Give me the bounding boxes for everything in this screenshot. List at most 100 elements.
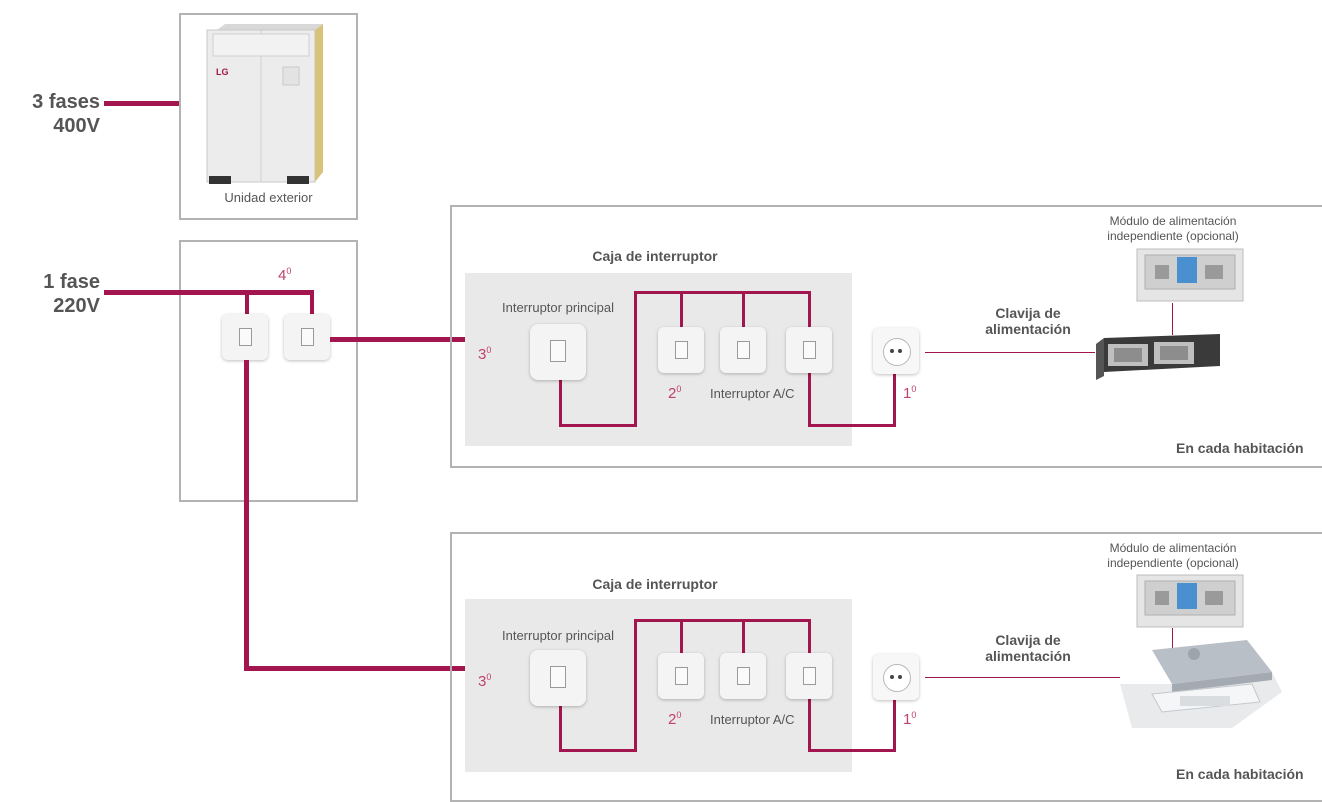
room2-outlet xyxy=(873,654,919,700)
rocker-icon xyxy=(675,341,688,359)
wire-feed-lower-horizontal xyxy=(244,666,534,671)
room2-wire-drop-1 xyxy=(680,619,683,654)
room2-module-label-2: independiente (opcional) xyxy=(1107,556,1239,570)
room2-wire-drop-3 xyxy=(808,619,811,654)
room2-wire-drop-2 xyxy=(742,619,745,654)
wire-1phase-drop-b xyxy=(310,290,314,314)
rocker-icon xyxy=(239,328,252,346)
power-1phase-line1: 1 fase xyxy=(43,271,100,293)
distribution-box-frame xyxy=(179,240,358,502)
room2-wire-top xyxy=(634,619,811,622)
room2-footer: En cada habitación xyxy=(1176,766,1304,782)
room2-box-title: Caja de interruptor xyxy=(592,576,718,592)
room1-ac-switch-2 xyxy=(720,327,766,373)
distribution-switch-right xyxy=(284,314,330,360)
room2-module-label-1: Módulo de alimentación xyxy=(1109,541,1237,555)
room2-ac-switch-label: Interruptor A/C xyxy=(710,712,795,727)
room1-wire-drop-3 xyxy=(808,291,811,328)
room2-ac-switch-1 xyxy=(658,653,704,699)
room2-ac-switch-3 xyxy=(786,653,832,699)
outlet-pin-icon xyxy=(890,349,894,353)
room1-wire-drop-2 xyxy=(742,291,745,328)
room2-main-ordinal: 30 xyxy=(478,672,492,690)
rocker-icon xyxy=(675,667,688,685)
room2-plug-label-2: alimentación xyxy=(985,648,1071,664)
distribution-ordinal: 40 xyxy=(278,266,292,284)
room1-wire-outlet-up xyxy=(893,372,896,427)
room2-ac-ordinal: 20 xyxy=(668,710,682,728)
room2-main-switch-label: Interruptor principal xyxy=(502,628,614,643)
outlet-socket-icon xyxy=(883,338,911,366)
room1-ac-ordinal: 20 xyxy=(668,384,682,402)
room1-plug-label: Clavija de alimentación xyxy=(958,305,1098,337)
room2-outlet-ordinal: 10 xyxy=(903,710,917,728)
room1-wire-module xyxy=(1172,303,1173,335)
outlet-pin-icon xyxy=(898,349,902,353)
room1-wire-riser xyxy=(634,291,637,426)
rocker-icon xyxy=(737,667,750,685)
room1-main-ordinal: 30 xyxy=(478,345,492,363)
outlet-pin-icon xyxy=(890,675,894,679)
room1-plug-label-1: Clavija de xyxy=(995,305,1061,321)
power-3phase-line2: 400V xyxy=(53,115,100,137)
room1-ac-switch-3 xyxy=(786,327,832,373)
room1-module-label-2: independiente (opcional) xyxy=(1107,229,1239,243)
outdoor-unit-caption: Unidad exterior xyxy=(224,190,313,205)
room1-wire-drop-1 xyxy=(680,291,683,328)
rocker-icon xyxy=(737,341,750,359)
outlet-pin-icon xyxy=(898,675,902,679)
power-1phase-label: 1 fase 220V xyxy=(20,270,100,318)
room1-outlet-ordinal: 10 xyxy=(903,384,917,402)
room1-wire-main-down xyxy=(559,380,562,426)
rocker-icon xyxy=(803,341,816,359)
outdoor-unit-brand: LG xyxy=(216,67,229,77)
room1-wire-top xyxy=(634,291,811,294)
power-3phase-line1: 3 fases xyxy=(32,91,100,113)
room2-cassette-unit-image xyxy=(1112,632,1287,732)
wire-1phase-drop-a xyxy=(245,290,249,314)
room1-module-label-1: Módulo de alimentación xyxy=(1109,214,1237,228)
room2-main-switch xyxy=(530,650,586,706)
power-3phase-label: 3 fases 400V xyxy=(20,90,100,138)
room2-wire-plug xyxy=(925,677,1120,678)
power-1phase-line2: 220V xyxy=(53,295,100,317)
room1-frame xyxy=(450,205,1322,468)
room1-wire-plug xyxy=(925,352,1095,353)
distribution-switch-left xyxy=(222,314,268,360)
room2-power-module-image xyxy=(1135,573,1245,629)
wire-feed-vertical xyxy=(244,360,249,670)
room1-main-switch-label: Interruptor principal xyxy=(502,300,614,315)
room1-wire-bottom-left xyxy=(559,424,637,427)
room1-footer: En cada habitación xyxy=(1176,440,1304,456)
outdoor-unit-frame xyxy=(179,13,358,220)
room1-ac-switch-1 xyxy=(658,327,704,373)
room1-main-switch xyxy=(530,324,586,380)
rocker-icon xyxy=(803,667,816,685)
room2-wire-bottom-right xyxy=(808,749,896,752)
room1-box-title: Caja de interruptor xyxy=(592,248,718,264)
room2-wire-acsw-down xyxy=(808,698,811,752)
rocker-icon xyxy=(301,328,314,346)
room1-power-module-image xyxy=(1135,247,1245,303)
room2-ac-switch-2 xyxy=(720,653,766,699)
rocker-icon xyxy=(550,340,566,362)
room1-ducted-unit-image xyxy=(1094,334,1224,380)
room1-module-label: Módulo de alimentación independiente (op… xyxy=(1088,214,1258,244)
room1-wire-bottom-right xyxy=(808,424,896,427)
room2-wire-main-down xyxy=(559,706,562,752)
room2-wire-outlet-up xyxy=(893,698,896,752)
room2-module-label: Módulo de alimentación independiente (op… xyxy=(1088,541,1258,571)
outlet-socket-icon xyxy=(883,664,911,692)
room2-plug-label-1: Clavija de xyxy=(995,632,1061,648)
room2-wire-riser xyxy=(634,619,637,752)
rocker-icon xyxy=(550,666,566,688)
room1-plug-label-2: alimentación xyxy=(985,321,1071,337)
room2-plug-label: Clavija de alimentación xyxy=(958,632,1098,664)
room2-wire-bottom-left xyxy=(559,749,637,752)
room2-wire-module xyxy=(1172,628,1173,648)
wire-3phase xyxy=(104,101,180,106)
outdoor-unit-image xyxy=(203,22,328,187)
wire-1phase-main xyxy=(104,290,314,295)
room1-outlet xyxy=(873,328,919,374)
room1-ac-switch-label: Interruptor A/C xyxy=(710,386,795,401)
